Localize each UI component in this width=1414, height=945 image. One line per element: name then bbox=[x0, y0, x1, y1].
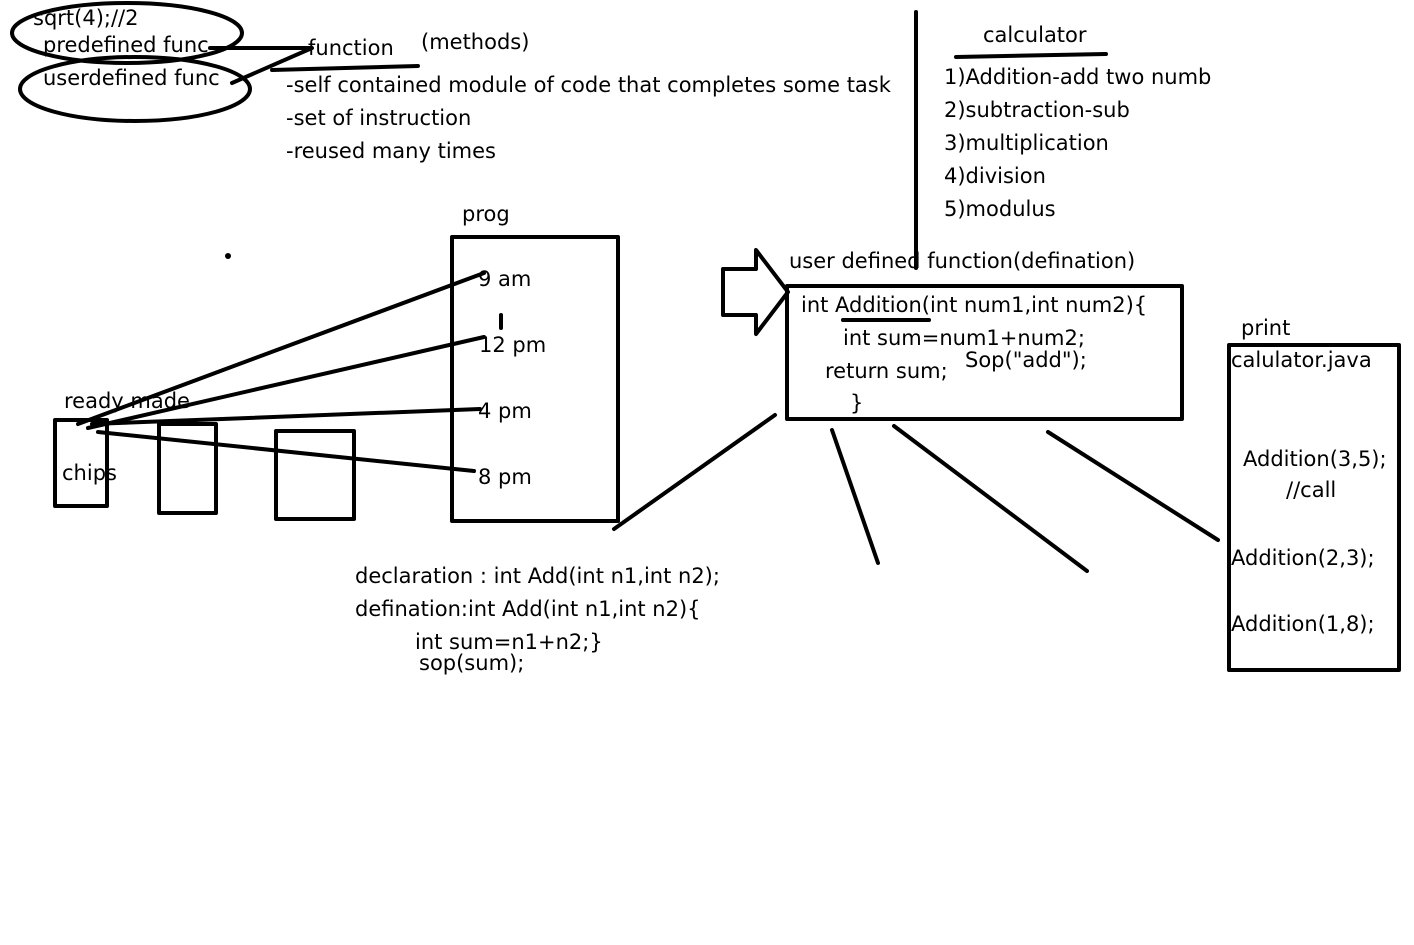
calculator-item-multiplication: 3)multiplication bbox=[944, 131, 1109, 155]
chips-to-8pm-line bbox=[96, 430, 476, 473]
calculator-underline bbox=[954, 52, 1108, 59]
prog-time-4pm: 4 pm bbox=[478, 399, 532, 423]
readymade-box-2 bbox=[157, 422, 218, 515]
udf-box bbox=[785, 284, 1184, 421]
udf-radiating-line-1 bbox=[830, 428, 880, 565]
udf-title: user defined function(defination) bbox=[789, 249, 1136, 273]
calculator-item-subtraction: 2)subtraction-sub bbox=[944, 98, 1130, 122]
userdefined-ellipse bbox=[18, 55, 252, 123]
connector-userdefined bbox=[230, 46, 314, 85]
readymade-box-3 bbox=[274, 429, 356, 521]
declaration-line-3: int sum=n1+n2;} bbox=[415, 630, 603, 654]
calculator-title: calculator bbox=[983, 23, 1087, 47]
function-note-2: -set of instruction bbox=[286, 106, 472, 130]
calculator-item-addition: 1)Addition-add two numb bbox=[944, 65, 1212, 89]
chips-label: chips bbox=[62, 461, 117, 485]
print-call-1: Addition(3,5); bbox=[1243, 447, 1387, 471]
udf-code-line-3: return sum; bbox=[825, 359, 948, 383]
methods-label: (methods) bbox=[421, 30, 530, 54]
predefined-label: predefined func bbox=[43, 33, 209, 57]
print-call-2: Addition(2,3); bbox=[1231, 546, 1375, 570]
udf-to-print-line bbox=[1046, 430, 1220, 542]
chips-to-4pm-line bbox=[90, 407, 482, 426]
sqrt-note: sqrt(4);//2 bbox=[33, 6, 139, 30]
function-label: function bbox=[308, 36, 394, 60]
function-underline bbox=[270, 64, 420, 72]
prog-time-9am: 9 am bbox=[478, 267, 532, 291]
calculator-item-division: 4)division bbox=[944, 164, 1046, 188]
function-note-3: -reused many times bbox=[286, 139, 496, 163]
print-box bbox=[1227, 343, 1401, 672]
function-note-1: -self contained module of code that comp… bbox=[286, 73, 891, 97]
print-filename: calulator.java bbox=[1231, 348, 1372, 372]
udf-sop: Sop("add"); bbox=[965, 348, 1087, 372]
print-call-3: Addition(1,8); bbox=[1231, 612, 1375, 636]
declaration-line-1: declaration : int Add(int n1,int n2); bbox=[355, 564, 720, 588]
predefined-ellipse bbox=[10, 1, 244, 65]
print-label: print bbox=[1241, 316, 1291, 340]
declaration-line-2: defination:int Add(int n1,int n2){ bbox=[355, 597, 701, 621]
udf-code-line-2: int sum=num1+num2; bbox=[843, 326, 1085, 350]
chips-to-9am-line bbox=[76, 271, 486, 426]
arrow-icon bbox=[721, 248, 790, 336]
prog-time-12pm: 12 pm bbox=[479, 333, 547, 357]
print-call-comment: //call bbox=[1286, 478, 1337, 502]
udf-code-line-1: int Addition(int num1,int num2){ bbox=[801, 293, 1148, 317]
chips-box bbox=[53, 418, 109, 508]
readymade-label: ready made bbox=[64, 389, 190, 413]
chips-to-12pm-line bbox=[86, 335, 486, 430]
prog-time-8pm: 8 pm bbox=[478, 465, 532, 489]
userdefined-label: userdefined func bbox=[43, 66, 220, 90]
udf-code-line-4: } bbox=[850, 391, 864, 415]
dot-mark bbox=[225, 253, 231, 259]
prog-box bbox=[450, 235, 620, 523]
calculator-item-modulus: 5)modulus bbox=[944, 197, 1056, 221]
udf-radiating-line-2 bbox=[892, 424, 1089, 573]
udf-to-prog-line bbox=[612, 413, 777, 531]
declaration-line-4: sop(sum); bbox=[419, 651, 525, 675]
prog-title: prog bbox=[462, 202, 510, 226]
